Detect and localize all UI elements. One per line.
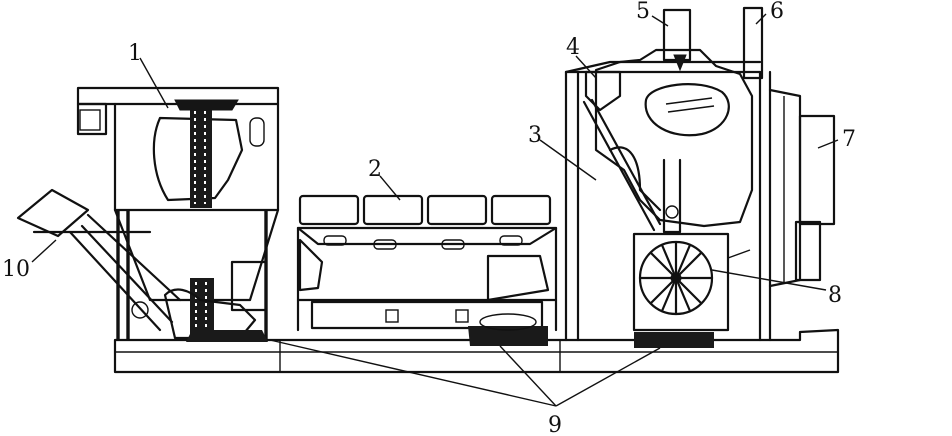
engine-block <box>296 194 558 332</box>
label-2: 2 <box>368 157 382 182</box>
rotor-drum <box>632 232 751 332</box>
feed-gate-chain <box>152 99 244 208</box>
label-3: 3 <box>528 123 542 148</box>
base-frame <box>113 328 840 374</box>
right-unit-frame <box>564 60 772 342</box>
drive-rod <box>582 98 682 234</box>
leader-lines <box>31 13 839 407</box>
track-segments <box>186 313 714 348</box>
label-4: 4 <box>566 35 580 60</box>
upper-housing <box>594 48 754 228</box>
intake-pipe <box>662 8 692 72</box>
cone-hopper <box>584 70 622 112</box>
label-10: 10 <box>2 257 30 282</box>
inclined-feeder <box>16 188 182 332</box>
label-8: 8 <box>828 283 842 308</box>
exhaust-pipe <box>742 6 764 80</box>
label-5: 5 <box>636 0 650 24</box>
label-7: 7 <box>842 127 856 152</box>
label-9: 9 <box>548 413 562 436</box>
hopper-cabinet <box>76 86 280 302</box>
side-cylinder <box>768 88 836 288</box>
label-6: 6 <box>770 0 784 24</box>
label-1: 1 <box>128 41 142 66</box>
callout-labels: 1 2 3 4 5 6 7 8 9 10 <box>2 0 856 436</box>
